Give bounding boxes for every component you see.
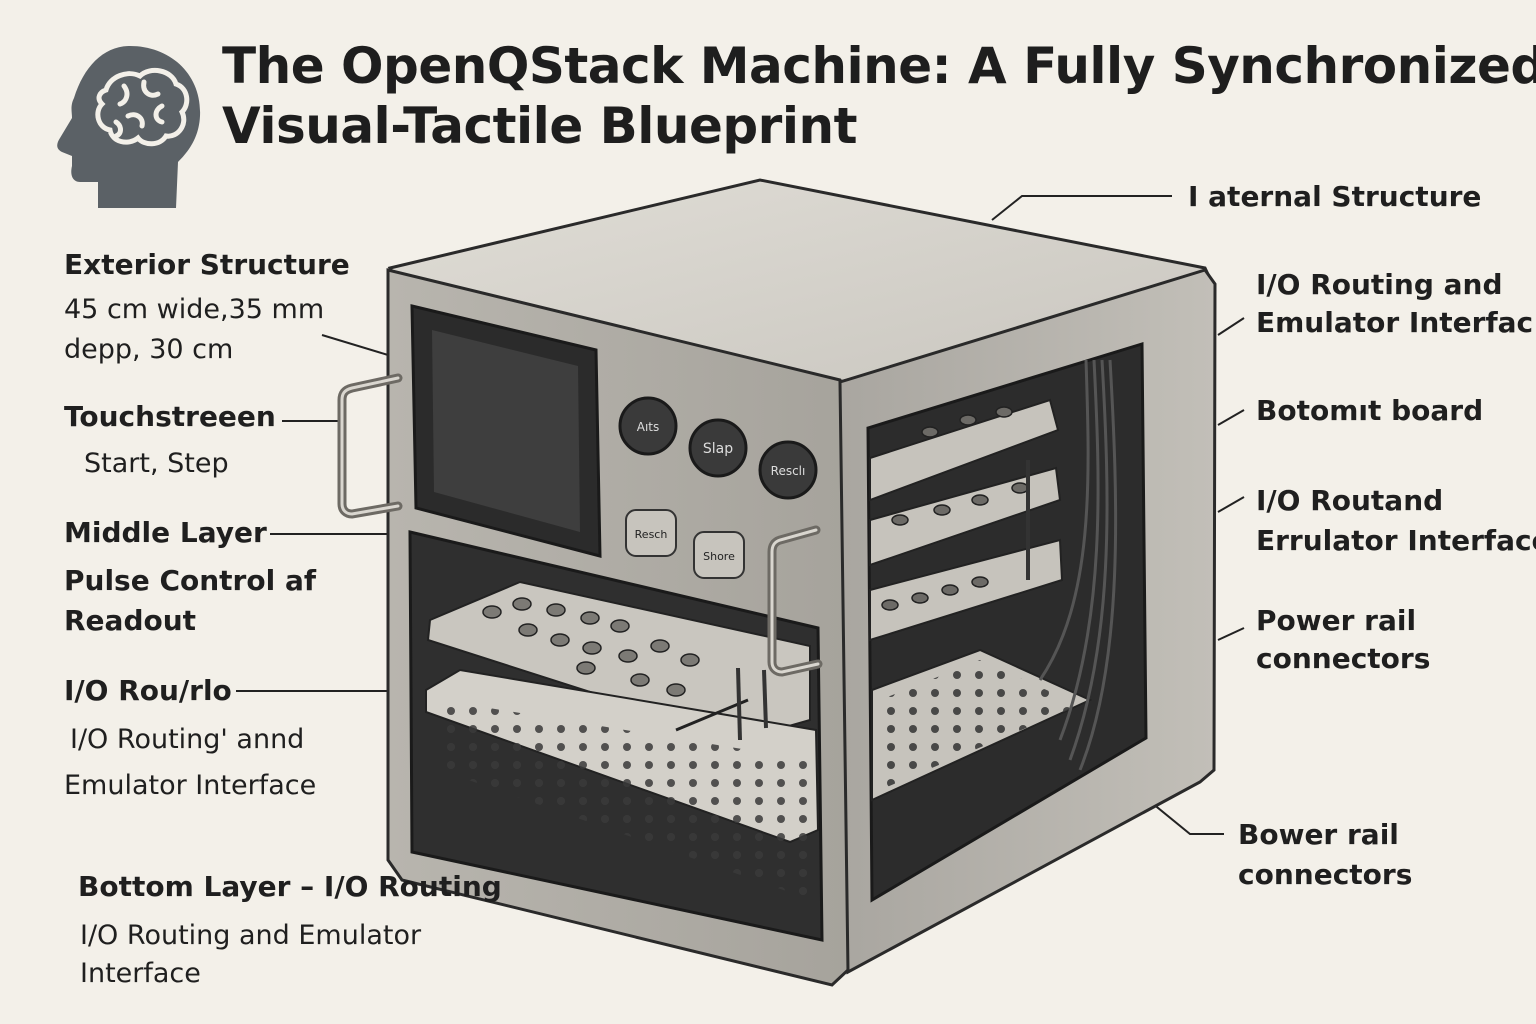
label-exterior-dims-2: depp, 30 cm <box>64 334 234 365</box>
leader-lines-right <box>991 195 1245 835</box>
label-io-sub-2: Emulator Interface <box>64 770 317 801</box>
label-io-routing-right-1: I/O Routing and <box>1256 268 1503 301</box>
label-touchscreen-sub: Start, Step <box>84 448 229 479</box>
label-internal-structure: I aternal Structure <box>1188 180 1482 213</box>
label-bottom-sub-1: I/O Routing and Emulator <box>80 920 422 951</box>
label-bottom-sub-2: Interface <box>80 958 201 989</box>
title-line-1: The OpenQStack Machine: A Fully Synchron… <box>222 37 1536 95</box>
label-bottom-layer: Bottom Layer – I/O Routing <box>78 870 502 903</box>
label-exterior-dims-1: 45 cm wide,35 mm <box>64 294 325 325</box>
label-io-routing: I/O Rou/rlo <box>64 674 232 707</box>
brain-head-icon <box>57 46 201 208</box>
small-button-label-2: Shore <box>703 550 735 563</box>
front-tray-upper <box>426 580 811 742</box>
label-touchscreen: Touchstreeen <box>64 400 276 433</box>
label-power-rail-1: Power rail <box>1256 604 1417 637</box>
label-pulse-1: Pulse Control af <box>64 564 317 597</box>
label-io-routand: I/O Routand <box>1256 484 1444 517</box>
label-middle-layer: Middle Layer <box>64 516 267 549</box>
label-power-rail-2: connectors <box>1256 642 1431 675</box>
label-bottom-board: Botomıt board <box>1256 394 1484 427</box>
label-errulator-interface: Errulator Interface <box>1256 524 1536 557</box>
round-buttons: Aıts Slap Resclı <box>618 396 818 500</box>
label-io-routing-right-2: Emulator Interfac <box>1256 306 1534 339</box>
page-title: The OpenQStack Machine: A Fully Synchron… <box>222 36 1536 156</box>
small-buttons: Resch Shore <box>625 509 745 579</box>
touchscreen <box>410 304 602 558</box>
small-button-label-1: Resch <box>635 528 668 541</box>
button-label-2: Slap <box>703 441 733 457</box>
button-label-3: Resclı <box>771 464 806 478</box>
button-label-1: Aıts <box>637 420 660 434</box>
label-bower-rail-2: connectors <box>1238 858 1413 891</box>
label-bower-rail-1: Bower rail <box>1238 818 1399 851</box>
title-line-2: Visual-Tactile Blueprint <box>222 97 857 155</box>
label-io-sub-1: I/O Routing' annd <box>70 724 305 755</box>
cables <box>1038 359 1118 771</box>
label-pulse-2: Readout <box>64 604 197 637</box>
label-exterior-structure: Exterior Structure <box>64 248 350 281</box>
